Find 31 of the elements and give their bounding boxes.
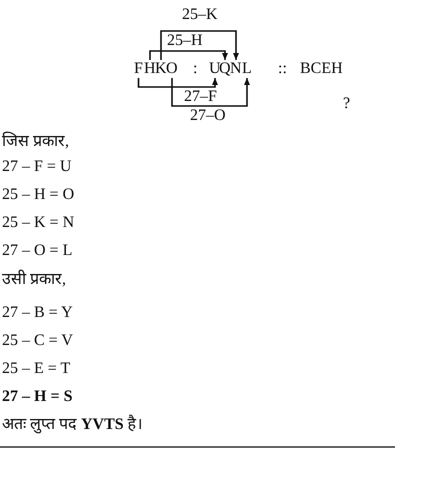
letter: H [144, 60, 156, 78]
answer-text: अतः लुप्त पद YVTS है। [2, 416, 143, 434]
text-line: उसी प्रकार, [2, 271, 66, 289]
separator: :: [278, 60, 287, 78]
letter: O [166, 60, 178, 78]
letter: F [134, 60, 143, 78]
edge-label: 25–H [167, 32, 203, 50]
equation: 25 – H = O [2, 186, 74, 204]
letter: U [209, 60, 221, 78]
equation: 27 – F = U [2, 158, 72, 176]
connector-arrow [138, 78, 218, 88]
equation: 27 – H = S [2, 388, 72, 406]
letter-group: BCEH [300, 60, 343, 78]
equation: 25 – K = N [2, 214, 74, 232]
equation: 25 – E = T [2, 360, 70, 378]
edge-label: 27–O [190, 107, 226, 125]
edge-label: 25–K [182, 6, 218, 24]
equation: 27 – O = L [2, 242, 72, 260]
letter: Q [219, 60, 231, 78]
connector-arrow [171, 78, 250, 107]
connector-arrow [160, 30, 239, 60]
separator: : [193, 60, 198, 78]
edge-label: 27–F [184, 88, 217, 106]
letter: N [230, 60, 242, 78]
equation: 25 – C = V [2, 332, 73, 350]
letter: L [242, 60, 252, 78]
letter: K [155, 60, 167, 78]
text-line: जिस प्रकार, [2, 133, 69, 151]
connector-arrow [149, 50, 228, 60]
question-mark: ? [343, 95, 350, 113]
equation: 27 – B = Y [2, 304, 73, 322]
